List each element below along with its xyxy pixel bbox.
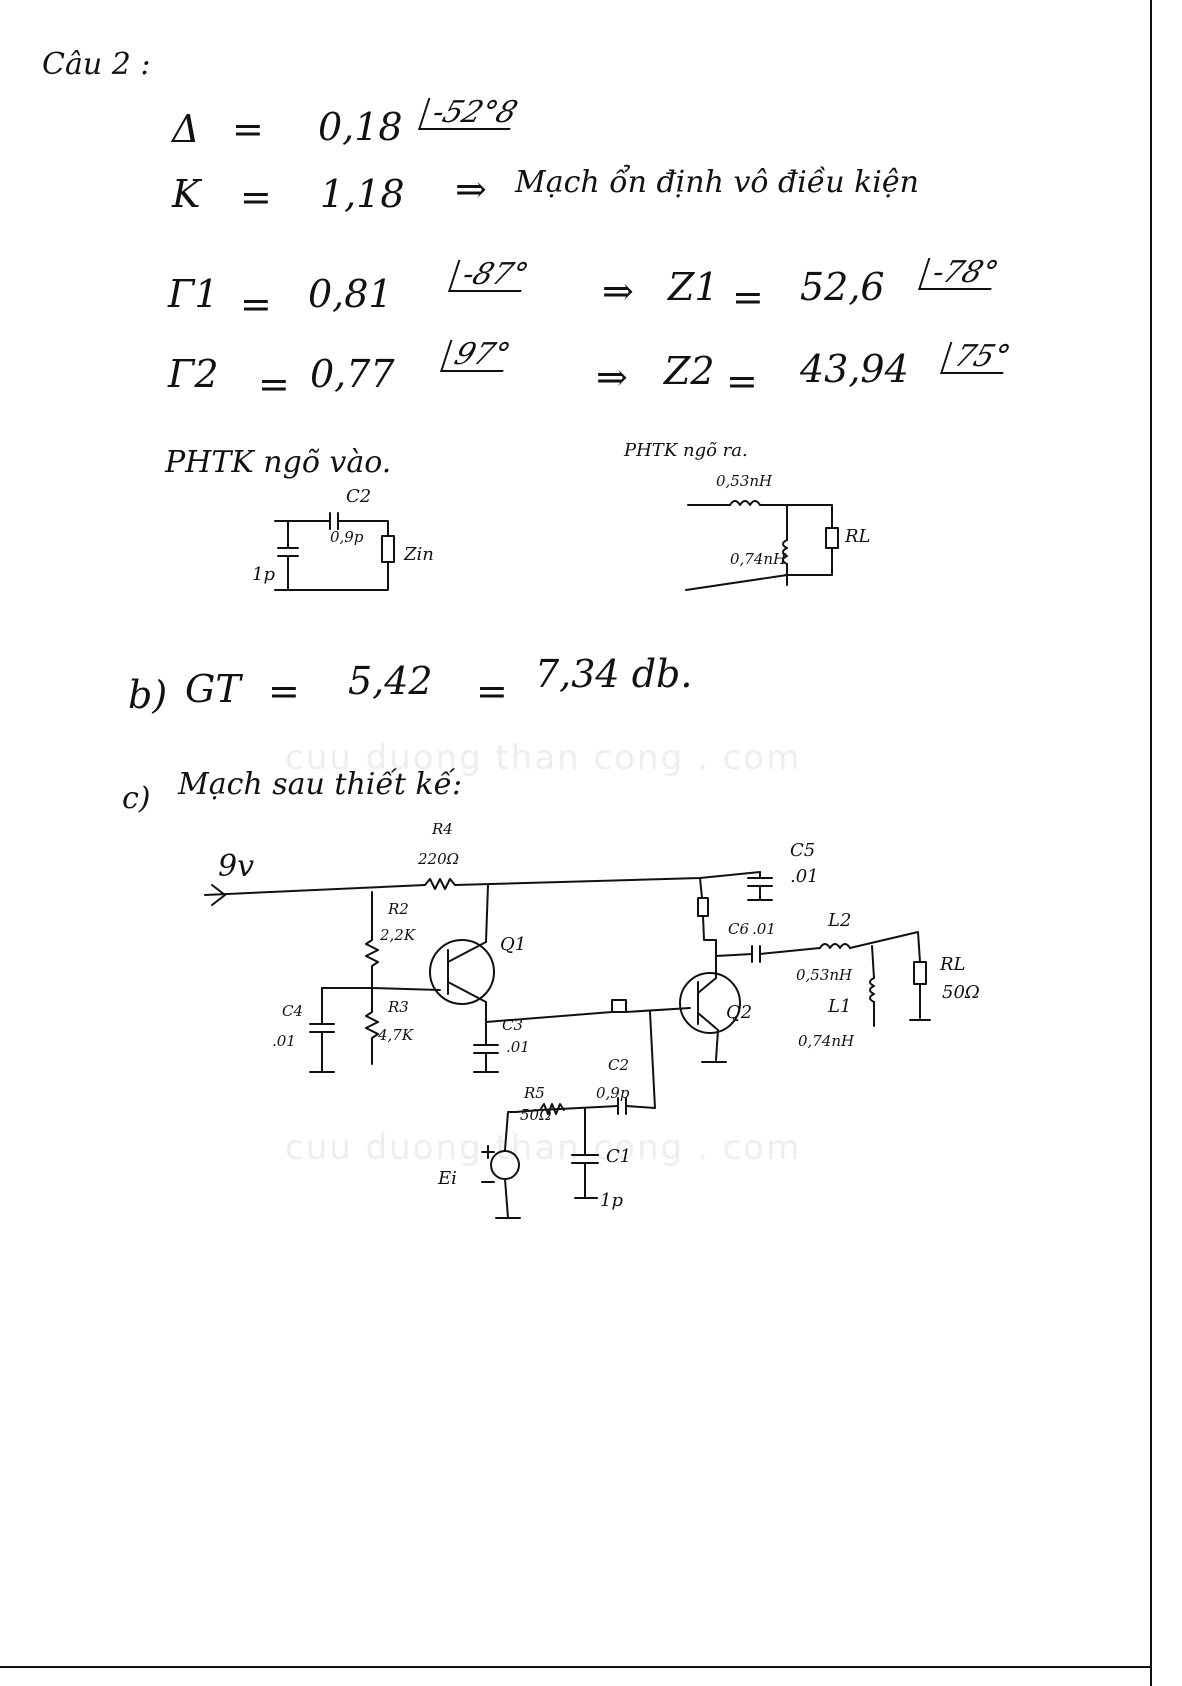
gamma2-arrow: ⇒ [596,355,628,399]
z1-symbol: Z1 [668,265,719,309]
output-load-label: RL [845,526,871,547]
supply-label: 9v [218,849,255,884]
l1-name: L1 [828,996,852,1017]
input-match-title: PHTK ngõ vào. [165,445,392,480]
main-schematic [204,871,931,1219]
gt-db-value: 7,34 db. [535,652,693,696]
r2-name: R2 [388,900,409,918]
question-heading: Câu 2 : [42,47,151,82]
r2-value: 2,2K [380,926,416,944]
z2-value: 43,94 [800,347,909,391]
c6-name: C6 [728,920,750,938]
gt-equals-1: = [268,669,300,713]
l2-value: 0,53nH [796,966,853,984]
c2-value: 0,9p [596,1084,630,1102]
k-stability-text: Mạch ổn định vô điều kiện [515,165,919,200]
l1-value: 0,74nH [798,1032,855,1050]
k-arrow: ⇒ [455,167,487,211]
output-match-title: PHTK ngõ ra. [624,440,748,461]
input-match-schematic [274,512,395,591]
delta-value: 0,18 [318,105,403,149]
c4-name: C4 [282,1002,304,1020]
output-match-schematic [685,500,839,591]
c4-value: .01 [272,1032,296,1050]
gamma1-value: 0,81 [308,272,393,316]
output-l-series-value: 0,53nH [716,472,773,490]
part-b-label: b) [128,673,168,717]
gamma1-symbol: Γ1 [168,272,219,316]
k-value: 1,18 [320,172,405,216]
r4-value: 220Ω [418,850,460,868]
scan-edge-right [1150,0,1152,1686]
c5-name: C5 [790,840,816,861]
part-c-text: Mạch sau thiết kế: [178,767,463,802]
r3-name: R3 [388,998,409,1016]
gt-symbol: GT [185,667,241,711]
rl-name: RL [940,954,966,975]
input-c2-label: C2 [346,486,372,507]
gamma1-equals: = [240,282,272,326]
r4-name: R4 [432,820,453,838]
scan-edge-bottom [0,1666,1150,1668]
gamma1-arrow: ⇒ [602,269,634,313]
c1-name: C1 [606,1146,632,1167]
delta-symbol: Δ [172,107,200,151]
gamma2-value: 0,77 [310,352,395,396]
r5-name: R5 [524,1084,545,1102]
gt-equals-2: = [476,669,508,713]
r3-value: 4,7K [378,1026,414,1044]
z1-value: 52,6 [800,265,885,309]
q1-name: Q1 [500,934,527,955]
c5-value: .01 [790,866,819,887]
input-c2-value: 0,9p [330,528,364,546]
part-c-label: c) [122,781,151,816]
watermark: cuu duong than cong . com [285,1128,802,1168]
c1-value: 1p [600,1190,623,1211]
output-l-shunt-value: 0,74nH [730,550,787,568]
k-equals: = [240,175,272,219]
c6-value: .01 [752,920,776,938]
k-symbol: K [172,172,201,216]
c3-value: .01 [506,1038,530,1056]
z1-equals: = [732,275,764,319]
z2-equals: = [726,359,758,403]
z2-symbol: Z2 [664,349,715,393]
delta-equals: = [232,107,264,151]
l2-name: L2 [828,910,852,931]
input-c-shunt-value: 1p [252,564,275,585]
input-load-label: Zin [404,544,434,565]
source-name: Ei [438,1168,457,1189]
rl-value: 50Ω [942,982,980,1003]
gamma2-equals: = [258,362,290,406]
gamma2-symbol: Γ2 [168,352,219,396]
watermark: cuu duong than cong . com [285,738,802,778]
c2-name: C2 [608,1056,630,1074]
gt-value: 5,42 [348,659,433,703]
